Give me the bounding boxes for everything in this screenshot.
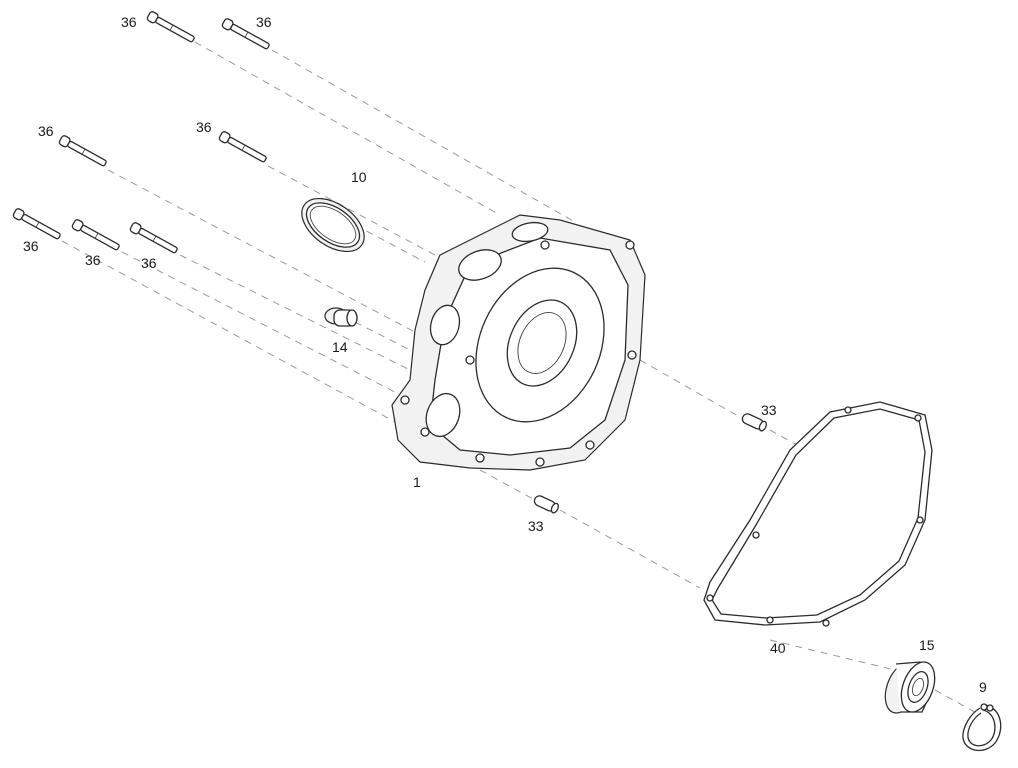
bolt bbox=[71, 219, 120, 251]
gasket bbox=[703, 401, 933, 627]
callout-cover: 1 bbox=[413, 474, 421, 490]
callout-bearing: 15 bbox=[919, 637, 935, 653]
bolt bbox=[221, 18, 270, 50]
callout-bolt: 36 bbox=[121, 14, 137, 30]
callout-bolt: 36 bbox=[196, 119, 212, 135]
bolt bbox=[58, 135, 107, 167]
callout-bolt: 36 bbox=[38, 123, 54, 139]
assembly-axes bbox=[61, 41, 976, 713]
callout-bolt: 36 bbox=[256, 14, 272, 30]
callout-bolt: 36 bbox=[141, 255, 157, 271]
bolt bbox=[146, 11, 195, 43]
callout-gasket: 40 bbox=[770, 640, 786, 656]
bolt bbox=[129, 222, 178, 254]
callout-seal: 10 bbox=[351, 169, 367, 185]
bolt-parts bbox=[12, 11, 270, 254]
crankcase-cover bbox=[391, 214, 646, 471]
callout-bolt: 36 bbox=[23, 238, 39, 254]
oil-seal bbox=[301, 197, 365, 253]
bolt bbox=[12, 208, 61, 240]
callout-labels: 36 36 36 36 36 36 36 10 14 1 33 33 40 15… bbox=[23, 14, 987, 695]
plug bbox=[324, 307, 358, 327]
callout-circlip: 9 bbox=[979, 679, 987, 695]
callout-dowel: 33 bbox=[761, 402, 777, 418]
callout-dowel: 33 bbox=[528, 518, 544, 534]
bearing bbox=[884, 661, 936, 714]
bolt bbox=[218, 131, 267, 163]
callout-plug: 14 bbox=[332, 339, 348, 355]
circlip bbox=[962, 703, 1002, 752]
dowel-pin bbox=[741, 413, 767, 432]
callout-bolt: 36 bbox=[85, 252, 101, 268]
dowel-pin bbox=[533, 495, 559, 514]
